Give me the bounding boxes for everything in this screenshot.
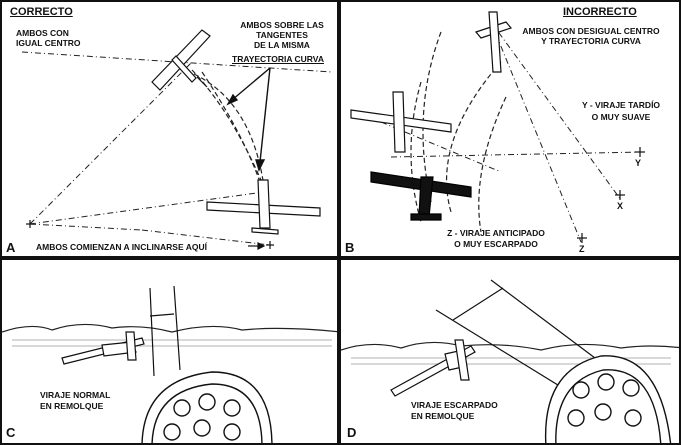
panel-b-uneven-line2: Y TRAYECTORIA CURVA [541,36,641,46]
panel-a: CORRECTO AMBOS CON IGUAL CENTRO AMBOS SO… [0,0,339,258]
panel-c-letter: C [6,425,16,440]
tow-plane-shape-b [474,11,513,73]
panel-c: VIRAJE NORMAL EN REMOLQUE C [0,258,339,445]
panel-b-drawing [350,11,645,243]
panel-a-tangent-line3: DE LA MISMA [254,40,310,50]
panel-d-letter: D [347,425,357,440]
panel-b-early-line2: O MUY ESCARPADO [454,239,538,249]
panel-b: INCORRECTO AMBOS CON DESIGUAL CENTRO Y T… [339,0,681,258]
panel-a-letter: A [6,240,16,255]
horizon-mountains-d [341,341,679,351]
panel-a-same-center-line1: AMBOS CON [16,28,69,38]
panel-b-title: INCORRECTO [563,6,637,18]
panel-b-mark-z: Z [579,244,585,254]
horizon-mountains [2,323,337,333]
panel-b-late-line1: Y - VIRAJE TARDÍO [581,100,661,110]
instrument-panel-c [141,371,273,443]
panel-b-mark-y: Y [635,158,642,168]
panel-a-title: CORRECTO [10,6,73,18]
tow-plane-c [61,331,145,365]
glider-shape [206,179,321,235]
panel-a-drawing [21,29,333,250]
panel-a-tangent-line1: AMBOS SOBRE LAS [240,20,324,30]
glider-early-shape [370,171,472,221]
panel-d-caption-line2: EN REMOLQUE [411,411,475,421]
panel-a-tangent-line4: TRAYECTORIA CURVA [232,54,324,64]
panel-b-uneven-line1: AMBOS CON DESIGUAL CENTRO [522,26,660,36]
panel-b-early-line1: Z - VIRAJE ANTICIPADO [447,228,545,238]
panel-b-mark-x: X [617,201,624,211]
tow-plane-d [390,339,476,397]
panel-b-late-line2: O MUY SUAVE [591,112,651,122]
panel-d-caption-line1: VIRAJE ESCARPADO [411,400,498,410]
panel-d: VIRAJE ESCARPADO EN REMOLQUE D [339,258,681,445]
panel-a-same-center-line2: IGUAL CENTRO [16,38,81,48]
panel-b-letter: B [345,240,355,255]
panel-a-tangent-line2: TANGENTES [256,30,308,40]
glider-late-shape [350,91,452,153]
panel-c-caption-line2: EN REMOLQUE [40,401,104,411]
panel-c-drawing [2,285,337,443]
tow-plane-shape [151,29,211,91]
panel-d-drawing [341,279,679,443]
panel-a-bank-here: AMBOS COMIENZAN A INCLINARSE AQUÍ [36,242,207,252]
panel-c-caption-line1: VIRAJE NORMAL [40,390,111,400]
instrument-panel-d [544,355,672,443]
